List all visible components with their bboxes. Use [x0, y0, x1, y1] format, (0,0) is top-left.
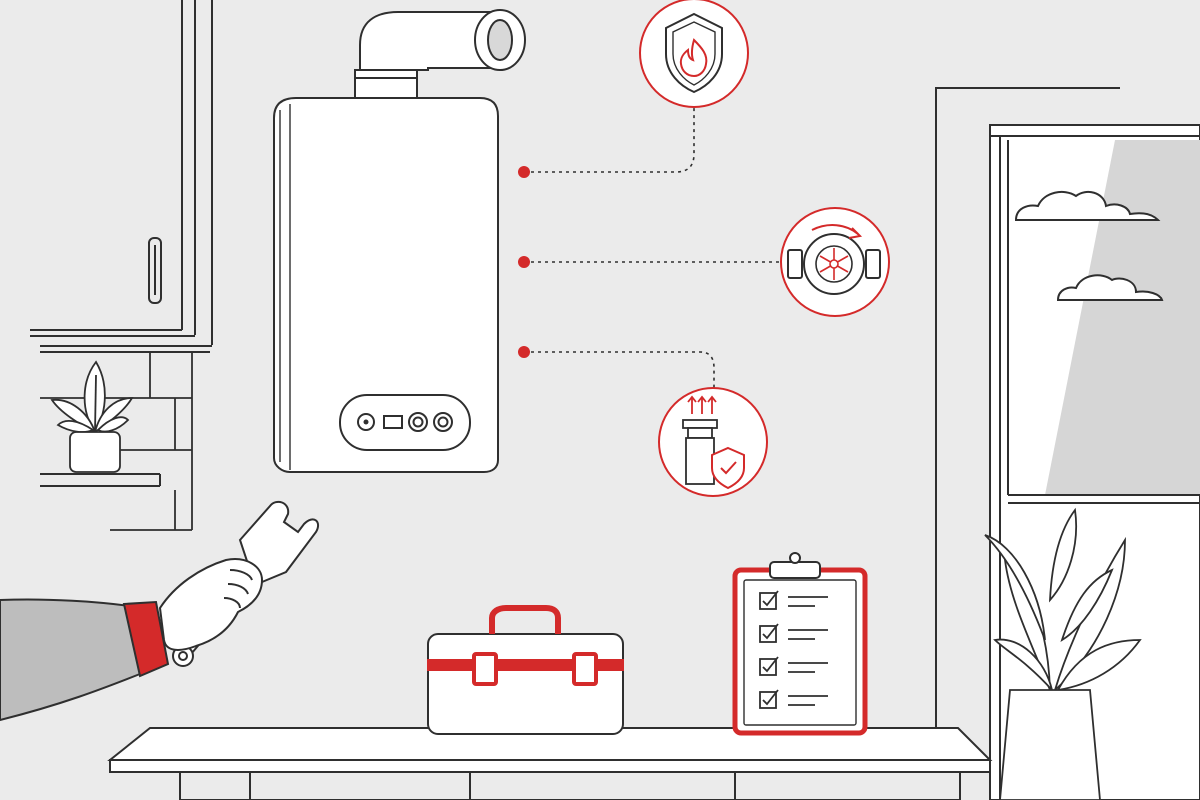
toolbox-latch: [472, 652, 498, 686]
callout-dot-flue: [518, 346, 530, 358]
countertop: [107, 727, 993, 800]
technician-arm: [0, 500, 320, 722]
cloud-shape: [1014, 190, 1161, 221]
callout-dots: [518, 166, 530, 358]
cloud-shape: [1056, 274, 1164, 301]
flue-shield-icon: [658, 387, 768, 497]
boiler-control-panel: [339, 394, 471, 451]
fan-blower-icon: [780, 207, 890, 317]
window: [935, 87, 1200, 800]
tile-wall: [40, 352, 193, 531]
wall-cabinet: [30, 0, 213, 353]
checklist-clipboard: [732, 552, 868, 736]
wall-shelf: [40, 473, 161, 487]
callout-dot-fan: [518, 256, 530, 268]
callout-connectors: [524, 108, 782, 388]
large-potted-plant: [984, 507, 1142, 800]
flame-shield-icon: [639, 0, 749, 108]
toolbox: [427, 605, 624, 735]
boiler: [273, 97, 499, 473]
cabinet-handle: [148, 237, 162, 304]
small-potted-plant: [50, 360, 134, 473]
toolbox-latch: [572, 652, 598, 686]
callout-dot-safety: [518, 166, 530, 178]
checklist-items: [759, 590, 828, 709]
flue-pipe: [354, 9, 526, 101]
